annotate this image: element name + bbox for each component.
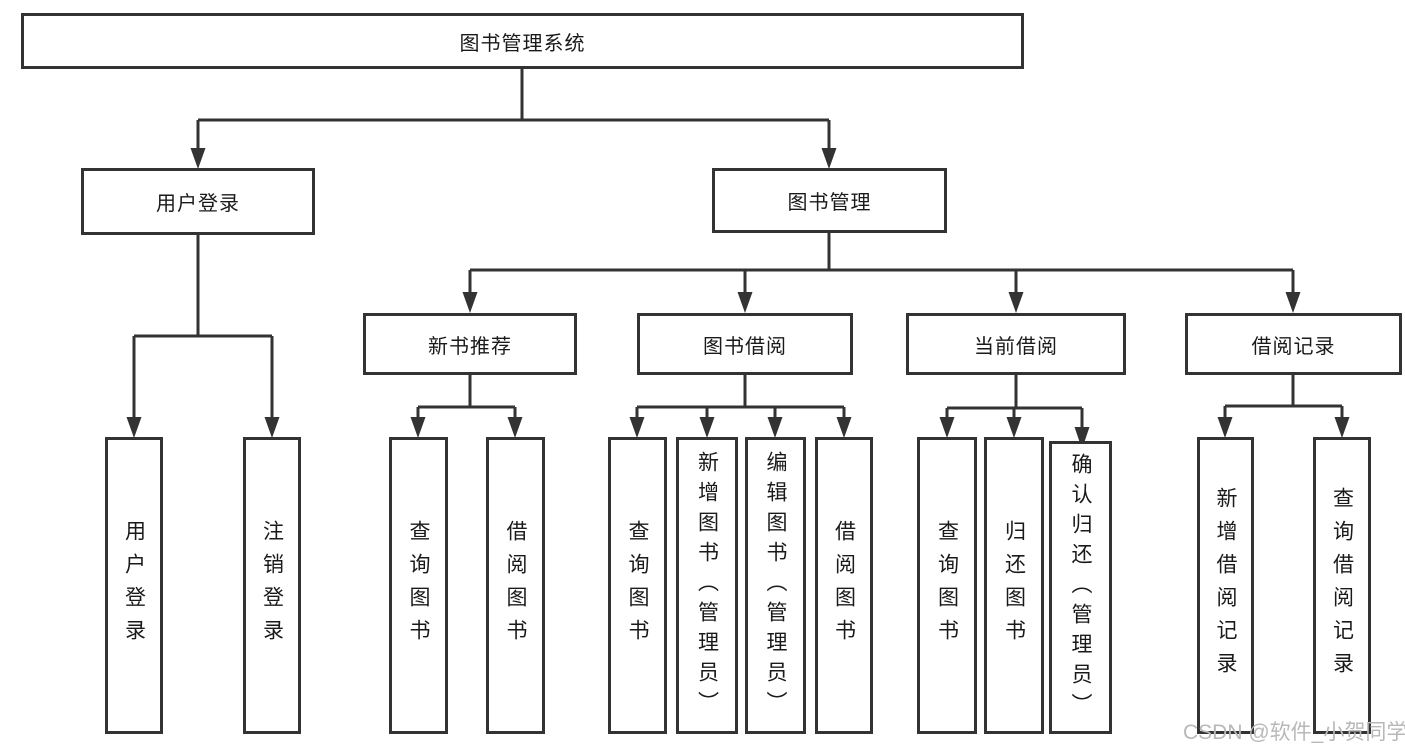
leaf-confirm-return-admin: 确认归还（管理员） <box>1049 441 1112 734</box>
leaf-user-login: 用户登录 <box>105 437 163 734</box>
leaf-add-books-admin: 新增图书（管理员） <box>676 437 738 734</box>
leaf-borrow-query-books: 查询图书 <box>608 437 667 734</box>
leaf-borrow-books: 借阅图书 <box>815 437 873 734</box>
node-book-borrow: 图书借阅 <box>637 313 853 375</box>
node-new-book-recommend: 新书推荐 <box>363 313 577 375</box>
watermark: CSDN @软件_小贺同学 <box>1183 721 1405 744</box>
leaf-add-borrow-record: 新增借阅记录 <box>1197 437 1254 734</box>
leaf-current-query-books: 查询图书 <box>917 437 977 734</box>
node-user-login: 用户登录 <box>81 168 315 235</box>
node-library-management-system: 图书管理系统 <box>21 13 1024 69</box>
leaf-return-books: 归还图书 <box>984 437 1044 734</box>
leaf-edit-books-admin: 编辑图书（管理员） <box>745 437 806 734</box>
leaf-recommend-borrow-books: 借阅图书 <box>486 437 545 734</box>
node-book-management: 图书管理 <box>712 168 947 233</box>
leaf-recommend-query-books: 查询图书 <box>389 437 448 734</box>
node-current-borrow: 当前借阅 <box>906 313 1126 375</box>
leaf-query-borrow-record: 查询借阅记录 <box>1313 437 1371 734</box>
leaf-logout: 注销登录 <box>243 437 301 734</box>
node-borrow-records: 借阅记录 <box>1185 313 1402 375</box>
